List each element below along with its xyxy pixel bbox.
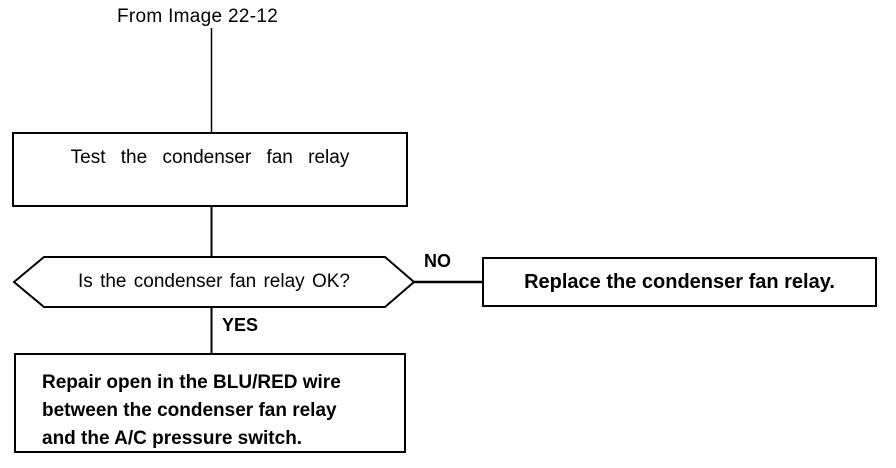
decision-node-label: Is the condenser fan relay OK? [78,271,350,292]
action-node-label-line-3: and the A/C pressure switch. [42,428,303,449]
action-node-label-line-2: between the condenser fan relay [42,400,337,421]
source-reference-label: From Image 22-12 [117,6,279,27]
action-node-label: Replace the condenser fan relay. [524,270,835,293]
decision-node-relay-ok: Is the condenser fan relay OK? [14,257,414,307]
action-node-label-line-1: Repair open in the BLU/RED wire [42,372,341,393]
process-node-label: Test the condenser fan relay [70,147,350,168]
action-node-repair-wire: Repair open in the BLU/RED wire between … [14,353,406,453]
branch-label-no: NO [424,251,451,271]
action-node-replace-relay: Replace the condenser fan relay. [482,257,877,307]
process-node-test-relay: Test the condenser fan relay [12,132,408,207]
branch-label-yes: YES [222,315,259,335]
